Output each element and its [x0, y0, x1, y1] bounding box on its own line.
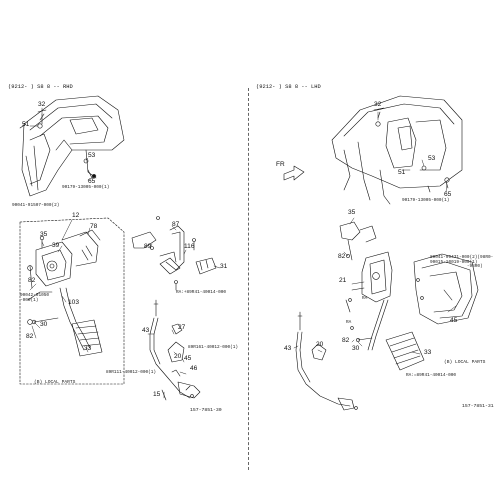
callout-89: 89: [144, 243, 152, 250]
callout-46: 46: [190, 365, 198, 372]
lhd-pedal-assembly-drawing: [339, 221, 479, 371]
rhd-figure-number: 157-7851-30: [190, 408, 222, 413]
lhd-cable-drawing: [295, 311, 358, 411]
lhd-leaders: [293, 111, 457, 355]
lhd-local-parts-note: (B) LOCAL PARTS: [444, 360, 486, 365]
callout-15: 15: [153, 391, 161, 398]
lhd-ra-label-2: RA: [346, 320, 352, 325]
rhd-local-parts-note: (B) LOCAL PARTS: [34, 380, 76, 385]
section-divider: [248, 88, 249, 470]
lhd-callout-65: 65: [444, 191, 452, 198]
lhd-dashboard-drawing: [331, 95, 463, 205]
callout-103: 103: [68, 299, 80, 306]
lhd-ra-label-1: RA: [362, 296, 368, 301]
callout-82-bottom: 82: [26, 333, 34, 340]
callout-116: 116: [184, 243, 195, 250]
lhd-callout-45: 45: [450, 317, 458, 324]
part-code-rhd-2: 90041-91507-000(2): [12, 203, 60, 208]
part-code-rhd-4: RA:+89R41-40014-000: [176, 290, 227, 295]
lhd-callout-51: 51: [398, 169, 406, 176]
lhd-callout-21: 21: [339, 277, 347, 284]
callout-65: 65: [88, 178, 96, 185]
lhd-header: (9212- ) S8 8 -- LHD: [256, 84, 321, 90]
callout-51: 51: [22, 121, 30, 128]
callout-30: 30: [40, 321, 48, 328]
lhd-callout-32: 32: [374, 101, 382, 108]
callout-12: 12: [72, 212, 80, 219]
rhd-bracket-drawing: [131, 216, 217, 291]
part-code-rhd-1: 90179-13005-000(1): [62, 185, 110, 190]
callout-45: 45: [184, 355, 192, 362]
rhd-pedal-assembly-drawing: [19, 217, 125, 385]
callout-33: 33: [84, 345, 92, 352]
lhd-callout-43: 43: [284, 345, 292, 352]
lhd-part-code-2: 89041-90431-000(2)(98R0- 90015-10019-000…: [430, 255, 494, 270]
fr-arrow-drawing: [283, 165, 305, 181]
callout-31: 31: [220, 263, 228, 270]
rhd-leaders: [29, 107, 221, 399]
rhd-dashboard-drawing: [19, 95, 125, 197]
lhd-callout-82-bottom: 82: [342, 337, 350, 344]
lhd-callout-35: 35: [348, 209, 356, 216]
callout-39: 39: [52, 242, 60, 249]
callout-43: 43: [142, 327, 150, 334]
lhd-callout-20: 20: [316, 341, 324, 348]
callout-78: 78: [90, 223, 98, 230]
callout-82-top: 82: [28, 277, 36, 284]
callout-35: 35: [40, 231, 48, 238]
callout-53: 53: [88, 152, 96, 159]
part-code-rhd-6: 89R111-40012-000(1): [106, 370, 157, 375]
rhd-header: (9212- ) S8 8 -- RHD: [8, 84, 73, 90]
lhd-figure-number: 157-7851-31: [462, 404, 494, 409]
callout-32: 32: [38, 101, 46, 108]
callout-27: 27: [178, 324, 186, 331]
lhd-callout-82-top: 82: [338, 253, 346, 260]
callout-87: 87: [172, 221, 180, 228]
lhd-callout-53: 53: [428, 155, 436, 162]
part-code-rhd-3: 90042-01050 -000(1): [20, 293, 49, 303]
front-direction-label: FR: [276, 161, 285, 168]
callout-20: 20: [174, 353, 182, 360]
lhd-part-code-3: RA:=89R41-40014-000: [406, 373, 457, 378]
part-code-rhd-5: 89R161-40012-000(1): [188, 345, 239, 350]
lhd-callout-33: 33: [424, 349, 432, 356]
lhd-part-code-1: 90179-13005-000(1): [402, 198, 450, 203]
lhd-callout-30: 30: [352, 345, 360, 352]
